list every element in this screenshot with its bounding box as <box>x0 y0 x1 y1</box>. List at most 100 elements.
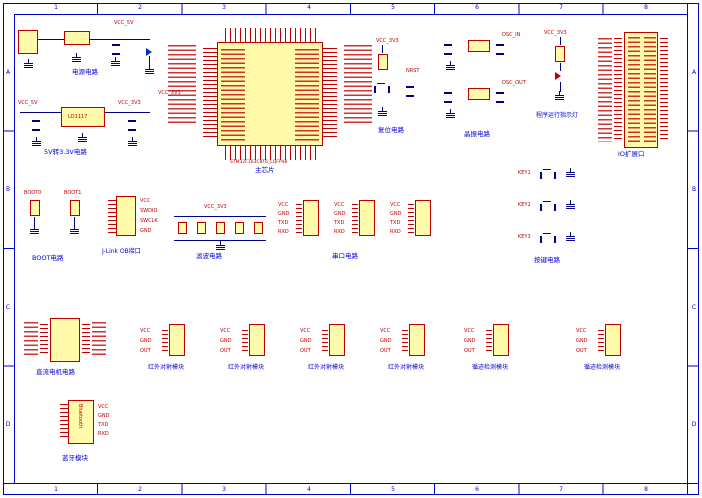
serial-header <box>415 200 431 236</box>
io-net-labels <box>598 38 612 142</box>
reset-button <box>374 83 390 93</box>
section-label-serial: 串口电路 <box>332 252 358 260</box>
bt-header: Bluetooth <box>68 400 94 444</box>
gnd-symbol <box>446 109 455 121</box>
wire <box>174 216 266 217</box>
filter-cap <box>254 222 263 234</box>
crystal <box>468 40 490 52</box>
net-label: KEY2 <box>518 202 531 208</box>
section-label-reset: 复位电路 <box>378 126 404 134</box>
net-label: VCC_3V3 <box>544 30 567 36</box>
row-label: D <box>5 421 11 428</box>
wire <box>560 37 561 45</box>
filter-cap <box>216 222 225 234</box>
pin-label: GND <box>140 338 152 344</box>
resistor <box>555 46 565 62</box>
reset-circuit-section: VCC_3V3 NRST 复位电路 <box>370 38 432 138</box>
section-label-ioport: IO扩展口 <box>618 150 645 158</box>
pin-label: OUT <box>220 348 231 354</box>
mcu-bottom-pins <box>225 146 320 160</box>
ir-header <box>409 324 425 356</box>
mcu-top-pins <box>225 28 320 42</box>
pin-label: GND <box>278 211 290 217</box>
section-label-crystal: 晶振电路 <box>464 130 490 138</box>
ir-module-section: VCC GND OUT 红外对射模块 <box>136 318 210 376</box>
jlink-header <box>116 196 136 236</box>
col-label: 1 <box>54 486 58 493</box>
key-button <box>540 233 556 243</box>
motor-net-labels-right <box>92 322 106 358</box>
filter-circuit-section: VCC_3V3 滤波电路 <box>168 204 272 262</box>
serial-pin-stubs <box>296 204 302 234</box>
key-circuit-section: KEY1 KEY2 KEY3 按键电路 <box>516 162 588 268</box>
filter-cap <box>178 222 187 234</box>
mcu-pin-names-left <box>221 49 245 141</box>
capacitor <box>406 86 414 97</box>
pin-label: GND <box>380 338 392 344</box>
mcu-right-net-labels <box>344 45 372 125</box>
gnd-symbol <box>446 61 455 73</box>
section-label-keys: 按键电路 <box>534 256 560 264</box>
gnd-symbol <box>566 232 575 244</box>
power-switch <box>64 31 90 45</box>
ir-pin-stubs <box>402 330 408 354</box>
motor-net-labels-left <box>24 322 38 358</box>
wire <box>34 217 35 225</box>
sheet-row-ticks-left <box>3 14 14 484</box>
serial-circuit-section: VCC GND TXD RXD VCC GND TXD RXD VCC GND … <box>276 192 436 266</box>
io-left-pins <box>614 38 622 142</box>
pin-label: VCC <box>390 202 401 208</box>
indicator-led <box>555 72 561 80</box>
ir-pin-stubs <box>322 330 328 354</box>
sheet-column-ticks-bottom <box>14 484 688 495</box>
track-pin-stubs <box>486 330 492 354</box>
key-button <box>540 201 556 211</box>
net-label: BOOT0 <box>24 190 42 196</box>
pin-label: VCC <box>464 328 475 334</box>
mcu-pin-names-right <box>295 49 319 141</box>
pin-label: TXD <box>390 220 401 226</box>
section-label-motor: 直流电机电路 <box>36 368 75 376</box>
track-header <box>605 324 621 356</box>
ir-header <box>169 324 185 356</box>
serial-pin-stubs <box>408 204 414 234</box>
gnd-symbol <box>566 168 575 180</box>
pin-label: GND <box>220 338 232 344</box>
pin-label: SWDIO <box>140 208 158 214</box>
section-label-boot: BOOT电路 <box>32 254 64 262</box>
col-label: 7 <box>559 486 563 493</box>
net-label: BOOT1 <box>64 190 82 196</box>
wire <box>149 56 150 66</box>
pin-label: RXD <box>98 431 109 437</box>
mcu-part-number: STM32F103C8T6_LQFP48 <box>230 160 288 165</box>
row-label: C <box>5 304 11 311</box>
crystal-circuit-section: OSC_IN OSC_OUT 晶振电路 <box>438 30 530 142</box>
section-label-mcu: 主芯片 <box>255 166 275 174</box>
row-label: A <box>691 69 697 76</box>
col-label: 7 <box>559 4 563 11</box>
section-label-filter: 滤波电路 <box>196 252 222 260</box>
gnd-symbol <box>555 91 564 103</box>
gnd-symbol <box>128 137 137 149</box>
net-label: VCC_5V <box>18 100 38 106</box>
power-circuit-section: VCC_5V 电源电路 <box>16 12 166 84</box>
col-label: 8 <box>644 486 648 493</box>
section-label-ir: 红外对射模块 <box>228 364 265 371</box>
pin-label: VCC <box>140 198 151 204</box>
pin-label: GND <box>140 228 152 234</box>
section-label-power: 电源电路 <box>72 68 98 76</box>
track-module-section: VCC GND OUT 循迹检测模块 <box>572 318 646 376</box>
bluetooth-section: Bluetooth VCC GND TXD RXD 蓝牙模块 <box>48 394 132 468</box>
pin-label: VCC <box>380 328 391 334</box>
net-label: OSC_IN <box>502 32 521 38</box>
bt-chip-label: Bluetooth <box>77 404 83 429</box>
key-button <box>540 169 556 179</box>
ir-header <box>329 324 345 356</box>
sheet-row-ticks-right <box>688 14 699 484</box>
capacitor <box>112 44 120 55</box>
power-led <box>146 48 152 56</box>
capacitor <box>496 92 504 103</box>
pin-label: TXD <box>278 220 289 226</box>
section-label-ir: 红外对射模块 <box>148 364 185 371</box>
